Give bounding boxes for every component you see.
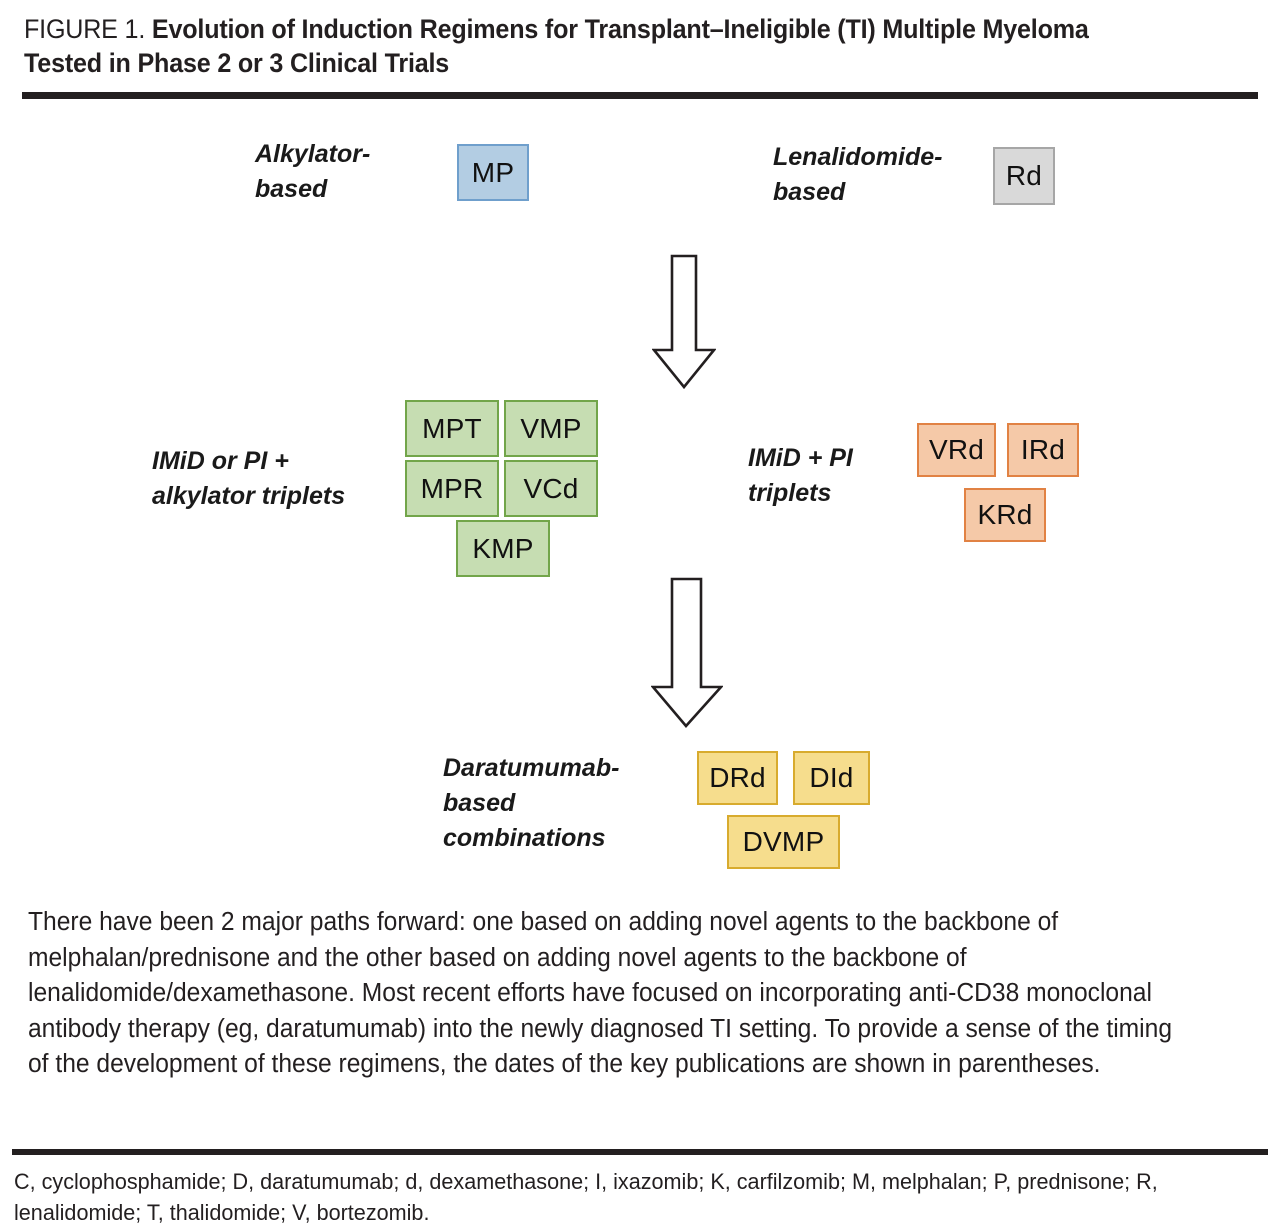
node-krd[interactable]: KRd bbox=[964, 488, 1046, 542]
arrow-tier2-to-tier3 bbox=[651, 577, 723, 729]
node-ird[interactable]: IRd bbox=[1007, 423, 1079, 477]
figure-title-main: Evolution of Induction Regimens for Tran… bbox=[24, 14, 1089, 78]
label-daratumumab-based-combinations: Daratumumab- based combinations bbox=[443, 754, 620, 852]
node-rd[interactable]: Rd bbox=[993, 147, 1055, 205]
label-imid-or-pi-alkylator-triplets: IMiD or PI + alkylator triplets bbox=[152, 447, 346, 510]
title-divider-rule bbox=[22, 92, 1258, 99]
node-drd[interactable]: DRd bbox=[697, 751, 778, 805]
node-kmp[interactable]: KMP bbox=[456, 520, 550, 577]
node-mp[interactable]: MP bbox=[457, 144, 529, 201]
node-did[interactable]: DId bbox=[793, 751, 870, 805]
node-mpt[interactable]: MPT bbox=[405, 400, 499, 457]
figure-title-lead: FIGURE 1. bbox=[24, 14, 146, 44]
abbreviations-footnote: C, cyclophosphamide; D, daratumumab; d, … bbox=[14, 1169, 1158, 1225]
label-imid-pi-triplets: IMiD + PI triplets bbox=[748, 444, 853, 507]
node-vcd[interactable]: VCd bbox=[504, 460, 598, 517]
regimen-evolution-diagram: Alkylator- based MP Lenalidomide- based … bbox=[0, 99, 1280, 889]
node-vmp[interactable]: VMP bbox=[504, 400, 598, 457]
figure-caption: There have been 2 major paths forward: o… bbox=[28, 908, 1173, 1078]
footnote-divider-rule bbox=[12, 1149, 1268, 1155]
label-lenalidomide-based: Lenalidomide- based bbox=[773, 143, 943, 206]
node-mpr[interactable]: MPR bbox=[405, 460, 499, 517]
arrow-tier1-to-tier2 bbox=[652, 254, 716, 390]
node-dvmp[interactable]: DVMP bbox=[727, 815, 840, 869]
figure-title: FIGURE 1. Evolution of Induction Regimen… bbox=[24, 12, 1140, 80]
label-alkylator-based: Alkylator- based bbox=[255, 140, 371, 203]
node-vrd[interactable]: VRd bbox=[917, 423, 996, 477]
